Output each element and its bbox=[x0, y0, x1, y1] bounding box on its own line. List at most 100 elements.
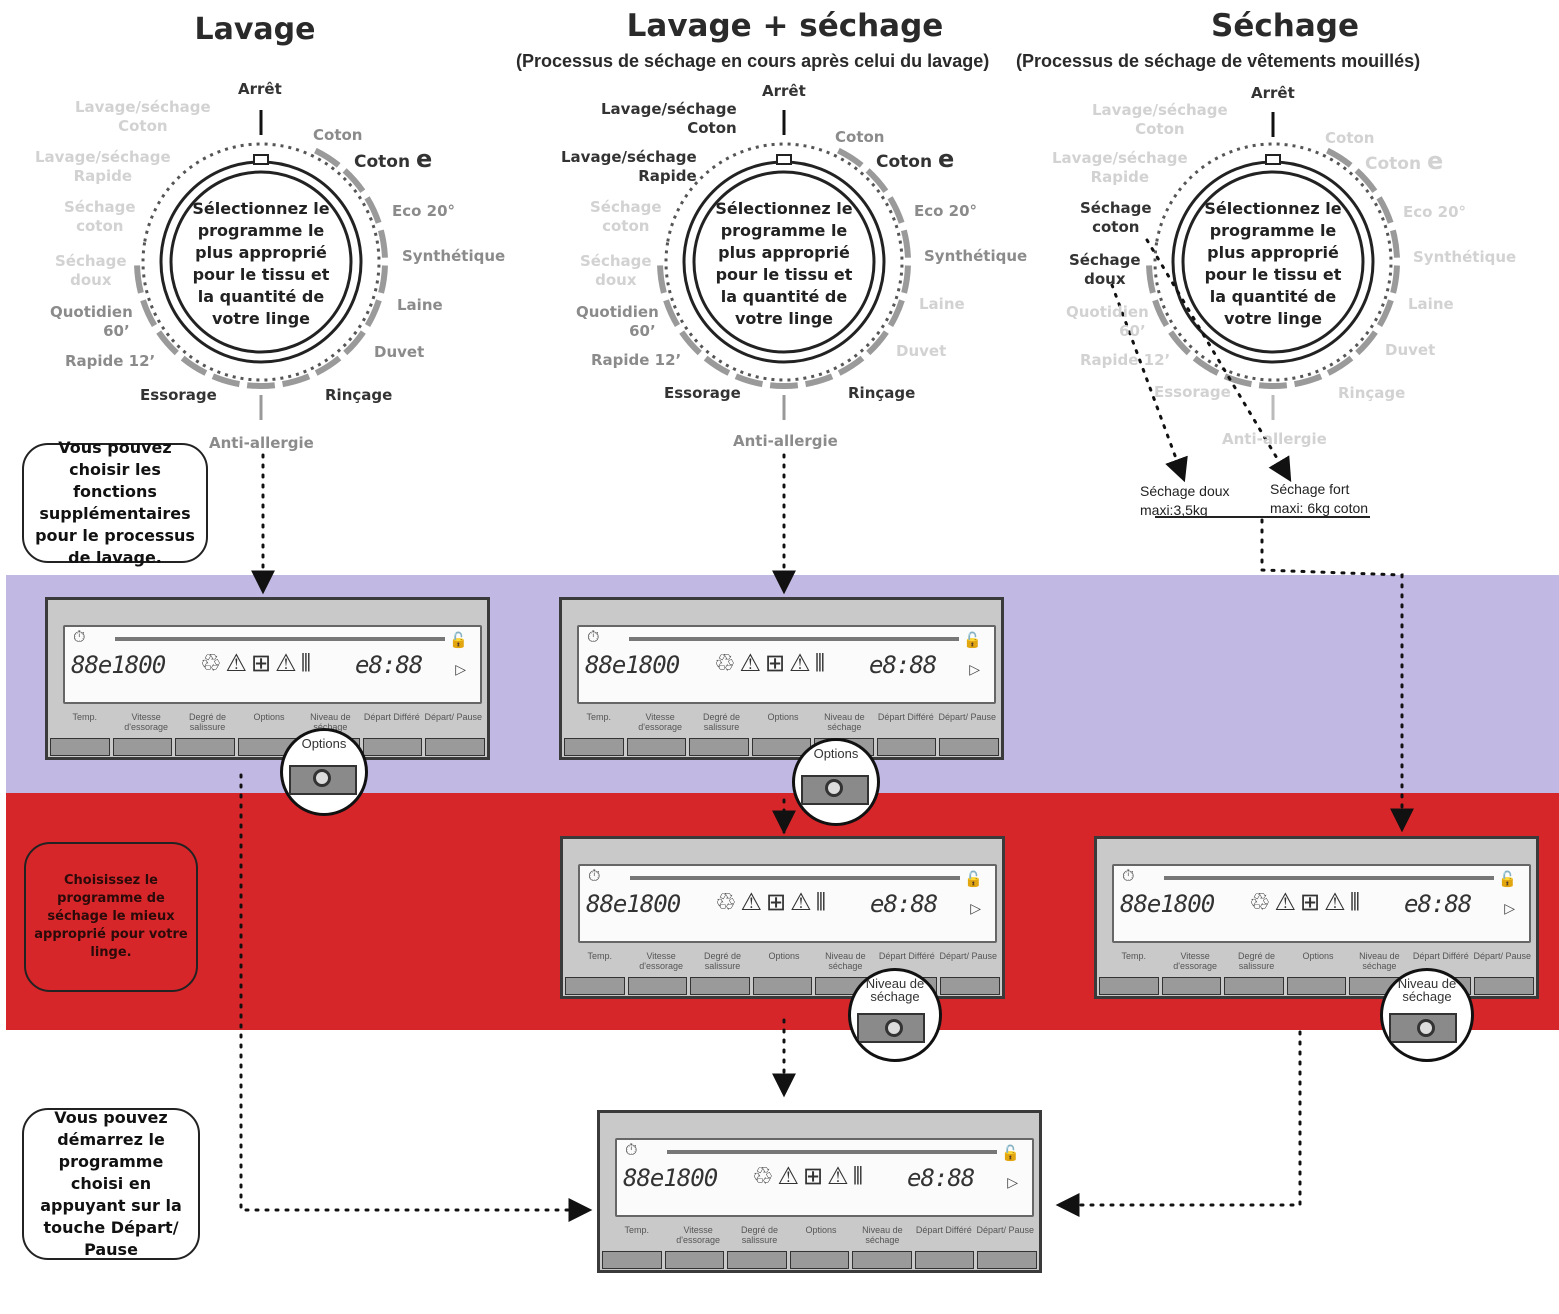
panel-button[interactable] bbox=[727, 1251, 787, 1269]
panel-button[interactable] bbox=[689, 738, 749, 756]
button-label: Vitesse d'essorage bbox=[1173, 951, 1217, 971]
label-rapide12: Rapide 12’ bbox=[1080, 351, 1171, 369]
panel-button[interactable] bbox=[852, 1251, 912, 1269]
dial-center-text: Sélectionnez le programme le plus approp… bbox=[192, 199, 330, 328]
display-time: e8:88 bbox=[355, 651, 423, 679]
label-laine: Laine bbox=[1408, 295, 1454, 313]
display-time: e8:88 bbox=[870, 890, 938, 918]
panel-button[interactable] bbox=[626, 738, 687, 756]
door-lock-icon: 🔓 bbox=[1498, 871, 1517, 888]
label-synthetique: Synthétique bbox=[1413, 248, 1517, 266]
play-icon: ▷ bbox=[969, 661, 980, 677]
label-essorage: Essorage bbox=[664, 384, 741, 402]
control-panel-lavage: ⏱🔓88e1800♲⚠⊞⚠⦀e8:88▷Temp.Vitesse d'essor… bbox=[45, 597, 490, 760]
panel-button[interactable] bbox=[690, 977, 750, 995]
niveau-sechage-button-zoom[interactable]: Niveau de séchage bbox=[848, 968, 942, 1062]
panel-button[interactable] bbox=[914, 1251, 975, 1269]
label-essorage: Essorage bbox=[1154, 383, 1231, 401]
dial-center-text: Sélectionnez le programme le plus approp… bbox=[715, 199, 853, 328]
progress-bar bbox=[629, 637, 959, 641]
label-arret: Arrêt bbox=[762, 82, 806, 100]
button-label: Options bbox=[1302, 951, 1334, 961]
panel-button[interactable] bbox=[627, 977, 688, 995]
play-icon: ▷ bbox=[1504, 900, 1515, 916]
panel-button[interactable] bbox=[789, 1251, 850, 1269]
label-eco20: Eco 20° bbox=[1403, 203, 1467, 221]
press-icon bbox=[825, 779, 843, 797]
display-temp-speed: 88e1800 bbox=[623, 1164, 718, 1192]
button-label: Vitesse d'essorage bbox=[124, 712, 168, 732]
progress-bar bbox=[667, 1150, 997, 1154]
play-icon: ▷ bbox=[455, 661, 466, 677]
panel-button[interactable] bbox=[175, 738, 235, 756]
button-label: Degré de salissure bbox=[1238, 951, 1276, 971]
lcd-display: ⏱🔓88e1800♲⚠⊞⚠⦀e8:88▷ bbox=[578, 864, 997, 943]
delay-clock-icon: ⏱ bbox=[625, 1142, 638, 1159]
panel-button[interactable] bbox=[1099, 977, 1159, 995]
label-anti-allergie: Anti-allergie bbox=[1222, 430, 1327, 448]
panel-button[interactable] bbox=[112, 738, 173, 756]
delay-clock-icon: ⏱ bbox=[73, 629, 86, 646]
display-function-icons: ♲⚠⊞⚠⦀ bbox=[200, 650, 316, 677]
delay-clock-icon: ⏱ bbox=[587, 629, 600, 646]
press-icon bbox=[313, 769, 331, 787]
options-button-zoom[interactable]: Options bbox=[280, 728, 368, 816]
progress-bar bbox=[115, 637, 445, 641]
button-label: Temp. bbox=[624, 1225, 649, 1235]
panel-button[interactable] bbox=[564, 738, 624, 756]
niveau-sechage-button-zoom[interactable]: Niveau de séchage bbox=[1380, 968, 1474, 1062]
label-laine: Laine bbox=[919, 295, 965, 313]
panel-button[interactable] bbox=[939, 738, 1000, 756]
panel-button[interactable] bbox=[425, 738, 486, 756]
button-label: Départ Différé bbox=[1412, 951, 1469, 961]
note-choose-drying: Choisissez le programme de séchage le mi… bbox=[24, 842, 198, 992]
lcd-display: ⏱🔓88e1800♲⚠⊞⚠⦀e8:88▷ bbox=[577, 625, 996, 704]
panel-button[interactable] bbox=[940, 977, 1001, 995]
panel-button[interactable] bbox=[752, 977, 813, 995]
label-duvet: Duvet bbox=[374, 343, 425, 361]
label-rapide12: Rapide 12’ bbox=[591, 351, 682, 369]
label-duvet: Duvet bbox=[896, 342, 947, 360]
button-label: Vitesse d'essorage bbox=[676, 1225, 720, 1245]
panel-button[interactable] bbox=[1161, 977, 1222, 995]
panel-button[interactable] bbox=[664, 1251, 725, 1269]
button-label: Degré de salissure bbox=[704, 951, 742, 971]
panel-button[interactable] bbox=[602, 1251, 662, 1269]
press-icon bbox=[1417, 1019, 1435, 1037]
label-laine: Laine bbox=[397, 296, 443, 314]
panel-button[interactable] bbox=[876, 738, 937, 756]
button-label: Vitesse d'essorage bbox=[639, 951, 683, 971]
button-label: Temp. bbox=[72, 712, 97, 722]
label-anti-allergie: Anti-allergie bbox=[733, 432, 838, 450]
label-coton-e: Coton e bbox=[1365, 147, 1444, 175]
label-eco20: Eco 20° bbox=[914, 202, 978, 220]
display-temp-speed: 88e1800 bbox=[585, 651, 680, 679]
progress-bar bbox=[630, 876, 960, 880]
panel-button[interactable] bbox=[50, 738, 110, 756]
button-label: Temp. bbox=[587, 951, 612, 961]
door-lock-icon: 🔓 bbox=[964, 871, 983, 888]
note-start: Vous pouvez démarrez le programme choisi… bbox=[22, 1108, 200, 1260]
button-label: Départ Différé bbox=[878, 951, 935, 961]
title-sechage: Séchage bbox=[1211, 8, 1359, 44]
button-label: Vitesse d'essorage bbox=[638, 712, 682, 732]
panel-button[interactable] bbox=[1224, 977, 1284, 995]
button-label: Options bbox=[805, 1225, 837, 1235]
panel-button[interactable] bbox=[362, 738, 423, 756]
label-duvet: Duvet bbox=[1385, 341, 1436, 359]
options-button-zoom[interactable]: Options bbox=[792, 738, 880, 826]
label-arret: Arrêt bbox=[238, 80, 282, 98]
panel-button[interactable] bbox=[565, 977, 625, 995]
panel-button[interactable] bbox=[1286, 977, 1347, 995]
play-icon: ▷ bbox=[970, 900, 981, 916]
panel-button[interactable] bbox=[977, 1251, 1038, 1269]
panel-button[interactable] bbox=[1474, 977, 1535, 995]
label-coton: Coton bbox=[313, 126, 363, 144]
